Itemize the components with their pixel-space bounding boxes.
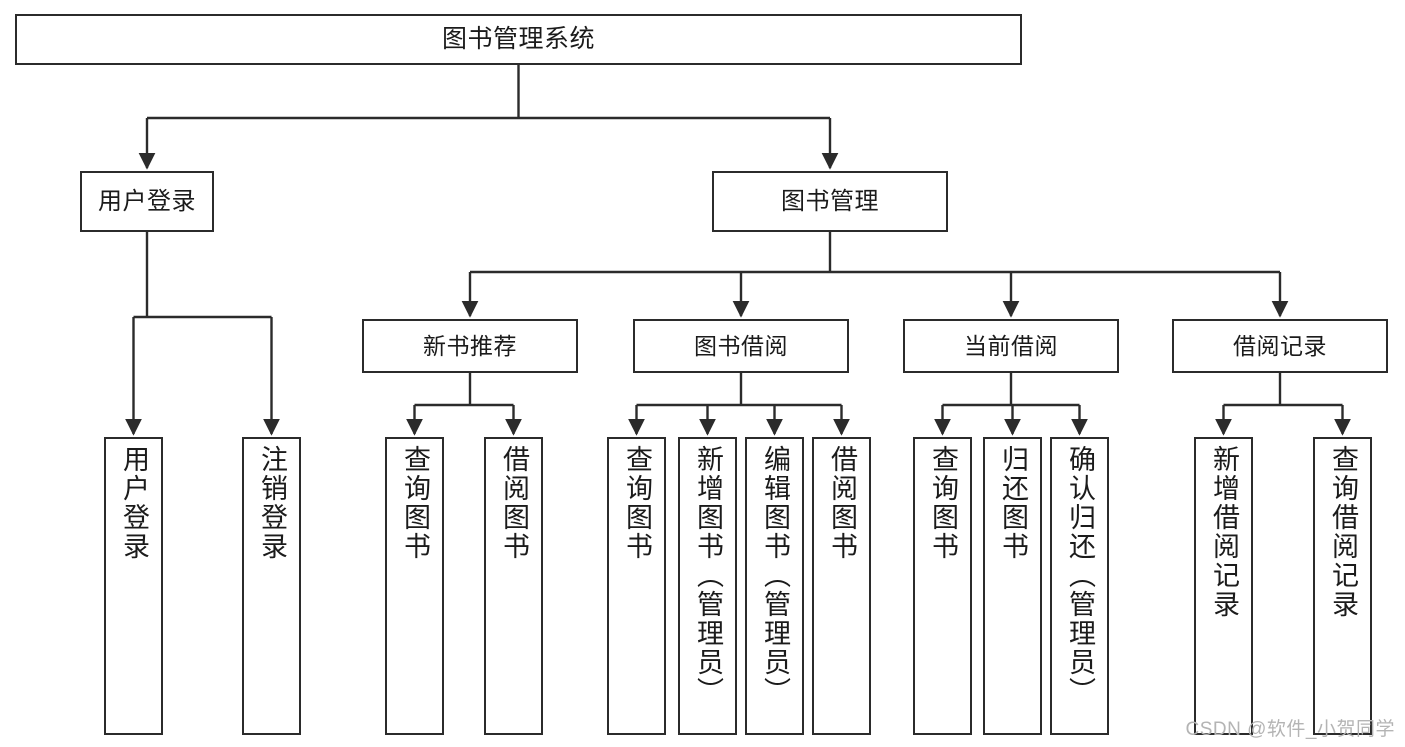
node-label: 编辑图书（管理员） — [760, 445, 790, 706]
node-label: 当前借阅 — [964, 332, 1058, 359]
node-leaf-add-book[interactable]: 新增图书（管理员） — [678, 437, 737, 735]
node-label: 查询图书 — [928, 445, 958, 561]
node-label: 注销登录 — [257, 445, 287, 561]
node-leaf-return-book[interactable]: 归还图书 — [983, 437, 1042, 735]
node-label: 新增借阅记录 — [1209, 445, 1239, 619]
node-label: 新增图书（管理员） — [693, 445, 723, 706]
node-label: 用户登录 — [119, 445, 149, 561]
node-leaf-confirm-return[interactable]: 确认归还（管理员） — [1050, 437, 1109, 735]
node-leaf-borrow-book-1[interactable]: 借阅图书 — [484, 437, 543, 735]
node-leaf-query-book-2[interactable]: 查询图书 — [607, 437, 666, 735]
csdn-watermark: CSDN @软件_小贺同学 — [1185, 719, 1395, 740]
node-leaf-add-record[interactable]: 新增借阅记录 — [1194, 437, 1253, 735]
node-label: 查询图书 — [400, 445, 430, 561]
node-borrow-record[interactable]: 借阅记录 — [1172, 319, 1388, 373]
node-label: 确认归还（管理员） — [1065, 445, 1095, 706]
node-leaf-user-login[interactable]: 用户登录 — [104, 437, 163, 735]
node-root[interactable]: 图书管理系统 — [15, 14, 1022, 65]
node-leaf-user-logout[interactable]: 注销登录 — [242, 437, 301, 735]
node-leaf-borrow-book-2[interactable]: 借阅图书 — [812, 437, 871, 735]
node-current-borrow[interactable]: 当前借阅 — [903, 319, 1119, 373]
node-book-manage[interactable]: 图书管理 — [712, 171, 948, 232]
node-leaf-query-book-1[interactable]: 查询图书 — [385, 437, 444, 735]
node-label: 用户登录 — [98, 187, 196, 215]
node-leaf-query-book-3[interactable]: 查询图书 — [913, 437, 972, 735]
node-label: 新书推荐 — [423, 332, 517, 359]
node-label: 借阅图书 — [499, 445, 529, 561]
node-leaf-query-record[interactable]: 查询借阅记录 — [1313, 437, 1372, 735]
node-label: 图书管理 — [781, 187, 879, 215]
node-label: 图书管理系统 — [441, 25, 595, 54]
node-label: 借阅图书 — [827, 445, 857, 561]
node-leaf-edit-book[interactable]: 编辑图书（管理员） — [745, 437, 804, 735]
node-book-borrow[interactable]: 图书借阅 — [633, 319, 849, 373]
node-label: 归还图书 — [998, 445, 1028, 561]
node-label: 借阅记录 — [1233, 332, 1327, 359]
node-new-book-rec[interactable]: 新书推荐 — [362, 319, 578, 373]
node-label: 查询借阅记录 — [1328, 445, 1358, 619]
node-label: 图书借阅 — [694, 332, 788, 359]
node-label: 查询图书 — [622, 445, 652, 561]
node-user-login[interactable]: 用户登录 — [80, 171, 214, 232]
